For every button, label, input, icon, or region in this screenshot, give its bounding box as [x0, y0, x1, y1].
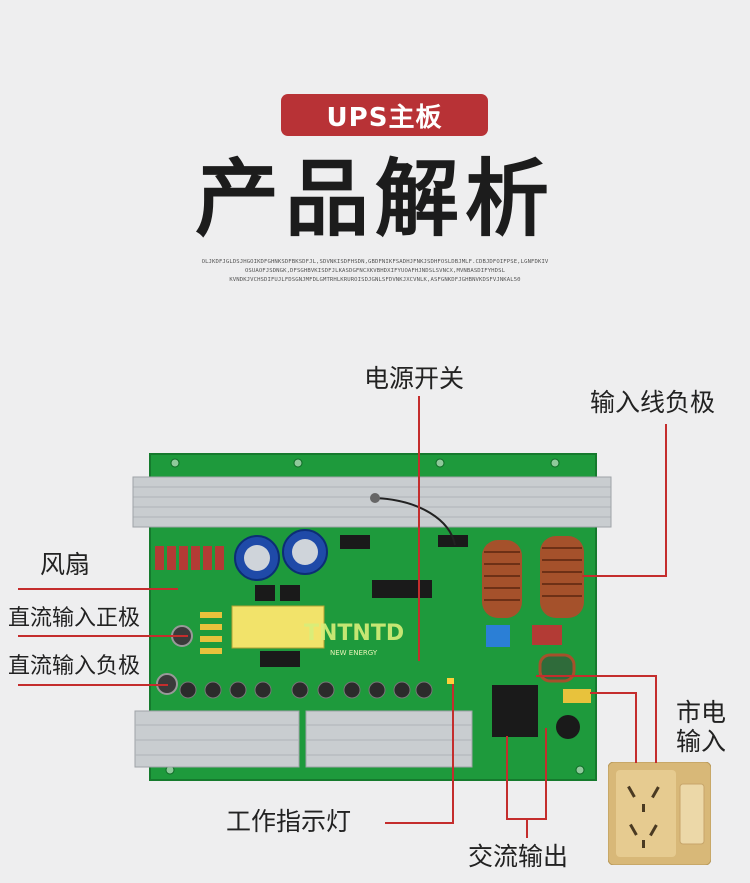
leader-ac-output [545, 728, 547, 820]
inductor [540, 536, 584, 618]
transformer [231, 605, 325, 649]
leader-mains-input [590, 692, 637, 694]
label-mains-input-line2: 输入 [676, 727, 727, 756]
leader-input-negative [665, 424, 667, 576]
leader-ac-output [506, 736, 508, 820]
leader-dc-positive [18, 635, 188, 637]
board-logo: TNTNTD [304, 621, 404, 646]
label-fan: 风扇 [40, 550, 91, 579]
leader-indicator [452, 684, 454, 824]
label-ac-output: 交流输出 [468, 842, 569, 871]
product-badge: UPS主板 [281, 94, 488, 136]
label-dc-positive: 直流输入正极 [8, 606, 141, 631]
leader-fan [18, 588, 178, 590]
label-power-switch: 电源开关 [364, 364, 465, 393]
decorative-fineprint: OLJKDFJGLDSJHGOIKDFGHNKSDFBKSDFJL,SDVNKI… [150, 258, 600, 285]
label-dc-negative: 直流输入负极 [8, 654, 141, 679]
leader-power-switch [418, 396, 420, 661]
leader-mains-input [536, 675, 656, 677]
bottom-heatsink-left [134, 710, 300, 768]
page-title: 产品解析 [194, 150, 555, 248]
label-mains-input-line1: 市电 [676, 698, 727, 727]
leader-mains-input [655, 675, 657, 763]
label-input-negative: 输入线负极 [590, 388, 716, 417]
leader-ac-output [526, 818, 528, 838]
leader-mains-input [635, 692, 637, 763]
label-indicator-light: 工作指示灯 [226, 807, 352, 836]
fineprint-line: OLJKDFJGLDSJHGOIKDFGHNKSDFBKSDFJL,SDVNKI… [201, 259, 549, 265]
leader-indicator [385, 822, 454, 824]
wall-socket-illustration [608, 762, 711, 865]
relay [492, 685, 538, 737]
fineprint-line: KVNDKJVCHSDIFUJLFDSGNJMFDLGMTRHLKRUROISD… [229, 277, 521, 283]
bottom-heatsink-right [305, 710, 473, 768]
fineprint-line: OSUAOFJSDNGK,DFSGHBVKISDFJLKASDGFNCXKVBH… [244, 268, 506, 274]
leader-input-negative [582, 575, 667, 577]
board-logo-sub: NEW ENERGY [330, 649, 378, 657]
inductor [482, 540, 522, 618]
leader-dc-negative [18, 684, 168, 686]
